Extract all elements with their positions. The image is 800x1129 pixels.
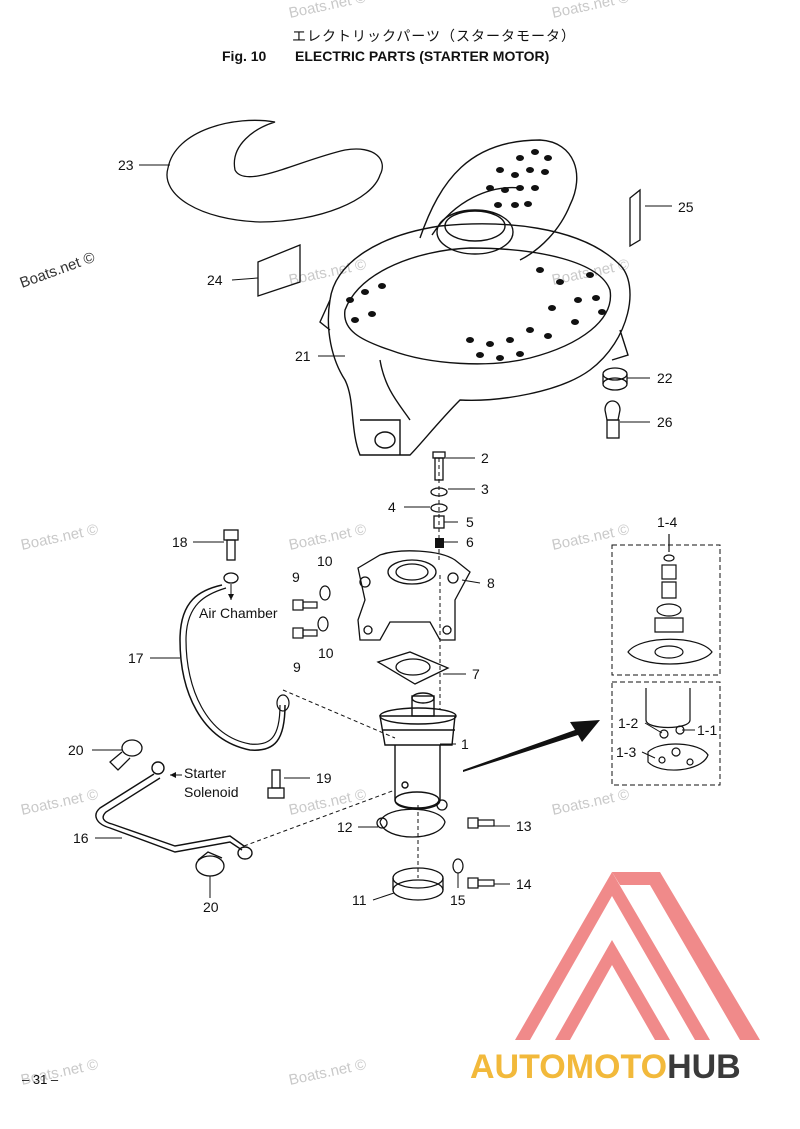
callout-8: 8 bbox=[487, 575, 495, 591]
figure-number: Fig. 10 bbox=[222, 48, 267, 64]
part-19-bolt bbox=[267, 769, 285, 799]
part-20-cap-lower bbox=[195, 851, 225, 877]
part-25-label-decal bbox=[629, 188, 641, 248]
callout-10: 10 bbox=[318, 645, 334, 661]
callout-15: 15 bbox=[450, 892, 466, 908]
automotohub-logo-mark bbox=[515, 872, 760, 1040]
callout-24: 24 bbox=[207, 272, 223, 288]
part-1-4-pinion-assembly bbox=[627, 534, 713, 665]
callout-labels: 23 24 25 21 22 26 2 3 4 5 6 8 18 10 9 10… bbox=[68, 157, 717, 915]
detail-box-1-1 bbox=[611, 681, 721, 786]
callout-18: 18 bbox=[172, 534, 188, 550]
callout-21: 21 bbox=[295, 348, 311, 364]
callout-3: 3 bbox=[481, 481, 489, 497]
callout-1-3: 1-3 bbox=[616, 744, 636, 760]
part-9-bolt-lower bbox=[292, 627, 318, 639]
callout-11: 11 bbox=[352, 892, 367, 908]
part-10-washer-lower bbox=[317, 616, 329, 632]
part-20-cap-upper bbox=[109, 739, 143, 771]
callout-25: 25 bbox=[678, 199, 694, 215]
callout-9: 9 bbox=[293, 659, 301, 675]
part-23-seal-crescent bbox=[166, 119, 383, 223]
part-11-clamp bbox=[392, 867, 444, 901]
callout-20: 20 bbox=[68, 742, 84, 758]
part-12-band-bracket bbox=[376, 799, 448, 838]
solid-leaders bbox=[92, 164, 672, 901]
figure-title: ELECTRIC PARTS (STARTER MOTOR) bbox=[295, 48, 550, 64]
part-9-bolt-upper bbox=[292, 599, 318, 611]
watermark: Boats.net © bbox=[287, 786, 367, 819]
watermark: Boats.net © bbox=[550, 0, 630, 22]
logo-text-hub: HUB bbox=[667, 1048, 741, 1086]
callout-2: 2 bbox=[481, 450, 489, 466]
part-22-grommet bbox=[602, 367, 628, 391]
callout-1-1: 1-1 bbox=[697, 722, 717, 738]
callout-10: 10 bbox=[317, 553, 333, 569]
logo-text-automoto: AUTOMOTO bbox=[470, 1048, 668, 1086]
part-21-flywheel-cover bbox=[319, 139, 631, 456]
watermarks: Boats.net © Boats.net © Boats.net © Boat… bbox=[18, 0, 631, 1089]
callout-6: 6 bbox=[466, 534, 474, 550]
starter-label: Starter bbox=[184, 765, 226, 781]
automotohub-logo: AUTOMOTOHUB bbox=[470, 1048, 741, 1087]
page-number: – 31 – bbox=[22, 1072, 59, 1087]
watermark: Boats.net © bbox=[287, 521, 367, 554]
watermark: Boats.net © bbox=[287, 1056, 367, 1089]
callout-12: 12 bbox=[337, 819, 353, 835]
japanese-title: エレクトリックパーツ（スタータモータ） bbox=[292, 28, 577, 44]
detail-box-1-4 bbox=[611, 544, 721, 676]
leader-lines bbox=[243, 458, 441, 878]
callout-19: 19 bbox=[316, 770, 332, 786]
callout-14: 14 bbox=[516, 876, 532, 892]
part-13-bolt bbox=[467, 817, 495, 829]
starter-arrow-head bbox=[170, 772, 176, 778]
watermark: Boats.net © bbox=[19, 521, 99, 554]
callout-4: 4 bbox=[388, 499, 396, 515]
detail-arrow bbox=[463, 720, 600, 772]
part-15-washer bbox=[452, 858, 464, 874]
callout-1: 1 bbox=[461, 736, 469, 752]
callout-13: 13 bbox=[516, 818, 532, 834]
callout-5: 5 bbox=[466, 514, 474, 530]
watermark: Boats.net © bbox=[550, 521, 630, 554]
callout-20: 20 bbox=[203, 899, 219, 915]
part-26-grommet-plug bbox=[604, 400, 621, 439]
callout-7: 7 bbox=[472, 666, 480, 682]
part-16-cable bbox=[95, 761, 253, 860]
callout-1-4: 1-4 bbox=[657, 514, 677, 530]
part-24-label-decal bbox=[257, 244, 301, 297]
callout-16: 16 bbox=[73, 830, 89, 846]
callout-1-2: 1-2 bbox=[618, 715, 638, 731]
callout-26: 26 bbox=[657, 414, 673, 430]
watermark: Boats.net © bbox=[550, 786, 630, 819]
solenoid-label: Solenoid bbox=[184, 784, 239, 800]
part-14-bolt bbox=[467, 877, 495, 889]
watermark: Boats.net © bbox=[18, 249, 98, 292]
part-17-air-tube-edge bbox=[185, 587, 281, 745]
callout-22: 22 bbox=[657, 370, 673, 386]
part-8-starter-bracket bbox=[357, 550, 471, 641]
watermark: Boats.net © bbox=[287, 0, 367, 22]
callout-17: 17 bbox=[128, 650, 144, 666]
part-17-tube-end bbox=[276, 694, 290, 712]
air-chamber-label: Air Chamber bbox=[199, 605, 278, 621]
part-17-air-tube bbox=[179, 584, 286, 751]
detail-leaders bbox=[641, 722, 695, 759]
part-1-1-brush-assembly bbox=[645, 688, 709, 771]
callout-9: 9 bbox=[292, 569, 300, 585]
part-10-washer-upper bbox=[319, 585, 331, 601]
arrow-down bbox=[228, 594, 234, 600]
part-7-gasket bbox=[376, 651, 450, 685]
watermark: Boats.net © bbox=[19, 786, 99, 819]
part-18-bolt bbox=[223, 529, 239, 584]
callout-23: 23 bbox=[118, 157, 134, 173]
